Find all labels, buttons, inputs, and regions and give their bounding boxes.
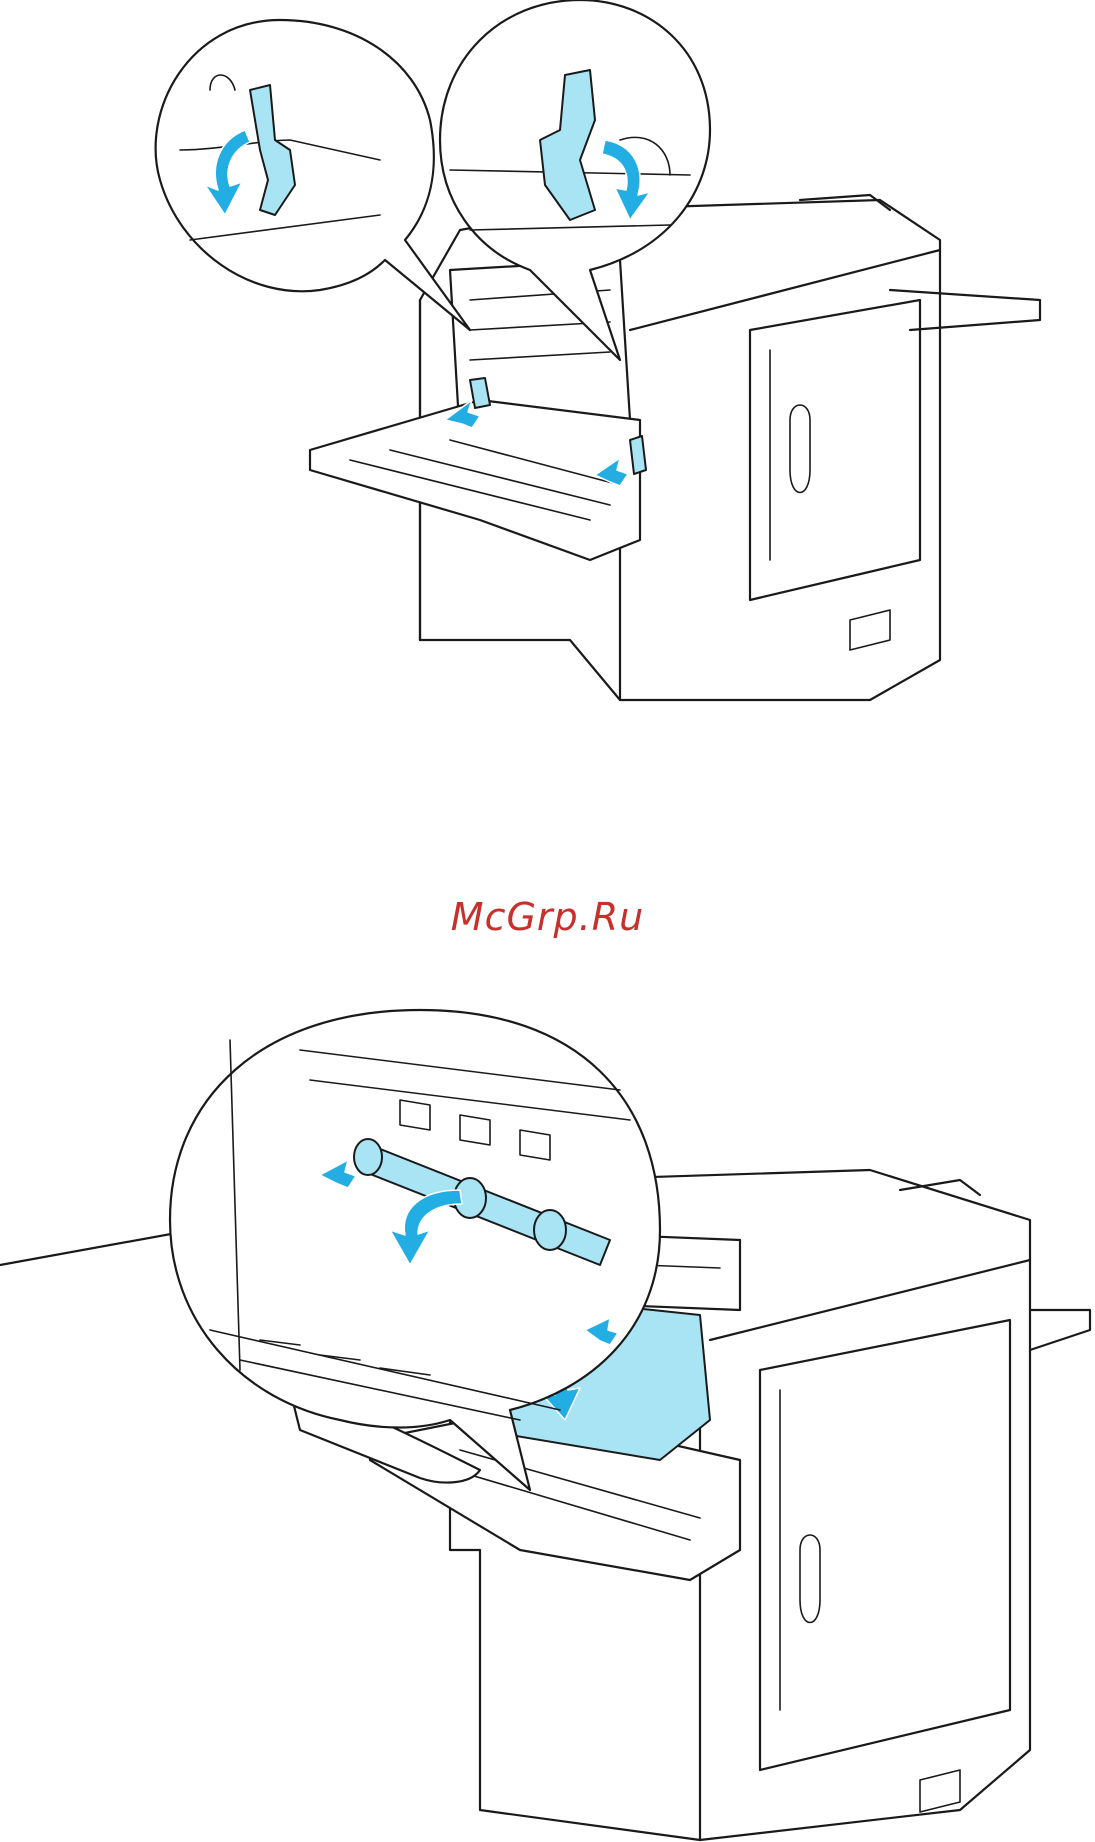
watermark-text: McGrp.Ru [0,895,1095,939]
left-lever-callout [156,20,470,330]
bottom-printer-illustration [0,990,1095,1842]
top-printer-illustration [150,0,1050,720]
